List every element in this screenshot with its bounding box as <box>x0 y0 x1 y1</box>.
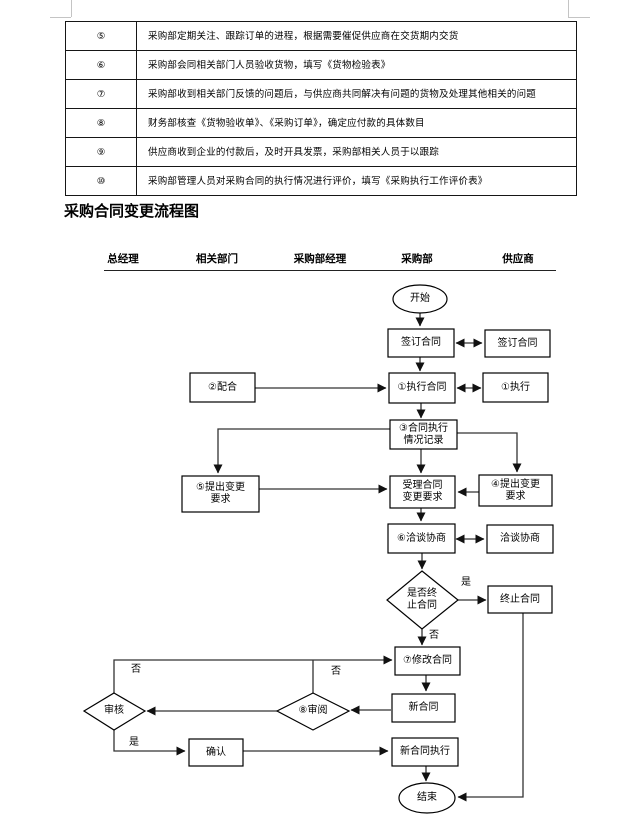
node-label: 受理合同 <box>402 480 443 491</box>
node-label: 情况记录 <box>403 434 444 446</box>
edge-label-review-manager-no: 否 <box>331 666 341 677</box>
edge-record-to-propose-supplier <box>457 432 522 473</box>
node-label: ⑥洽谈协商 <box>397 532 446 544</box>
node-label: ③合同执行 <box>399 422 448 434</box>
edge-label-review-gm-no: 否 <box>131 664 141 675</box>
step-number: ⑧ <box>65 108 137 138</box>
table-row: ⑦ 采购部收到相关部门反馈的问题后，与供应商共同解决有问题的货物及处理其他相关的… <box>65 79 577 109</box>
lane-header-supplier: 供应商 <box>502 253 534 265</box>
table-row: ⑥ 采购部会同相关部门人员验收货物，填写《货物检验表》 <box>65 50 577 80</box>
node-contract-record: ③合同执行情况记录 <box>390 420 457 449</box>
node-label: ④提出变更 <box>491 478 540 490</box>
node-start: 开始 <box>393 285 447 313</box>
crop-mark-right-horizontal <box>568 17 590 18</box>
node-label: 要求 <box>210 494 231 505</box>
node-review-general-manager: 审核 <box>86 698 142 724</box>
table-row: ⑨ 供应商收到企业的付款后，及时开具发票，采购部相关人员于以跟踪 <box>65 137 577 167</box>
lane-header-rule <box>104 270 556 272</box>
lane-header-general-manager: 总经理 <box>107 253 139 265</box>
procedure-table: ⑤ 采购部定期关注、跟踪订单的进程，根据需要催促供应商在交货期内交货 ⑥ 采购部… <box>65 21 577 196</box>
node-label: 洽谈协商 <box>500 533 540 544</box>
lane-header-purchasing-dept: 采购部 <box>401 253 433 265</box>
step-number: ⑤ <box>65 21 137 51</box>
step-description: 财务部核查《货物验收单》、《采购订单》，确定应付款的具体数目 <box>136 108 577 138</box>
node-terminate-decision: 是否终止合同 <box>392 576 452 624</box>
node-label: 止合同 <box>407 600 437 611</box>
node-cooperate: ②配合 <box>190 373 255 402</box>
lane-header-purchasing-manager: 采购部经理 <box>293 253 347 265</box>
step-number: ⑩ <box>65 166 137 196</box>
node-confirm: 确认 <box>189 739 243 766</box>
node-label: 变更要求 <box>402 492 443 503</box>
edge-terminate-to-end <box>457 613 524 802</box>
step-description: 采购部管理人员对采购合同的执行情况进行评价，填写《采购执行工作评价表》 <box>136 166 577 196</box>
table-row: ⑩ 采购部管理人员对采购合同的执行情况进行评价，填写《采购执行工作评价表》 <box>65 166 577 196</box>
node-label: 新合同 <box>408 702 439 713</box>
step-description: 采购部定期关注、跟踪订单的进程，根据需要催促供应商在交货期内交货 <box>136 21 577 51</box>
node-execute-supplier: ①执行 <box>483 373 548 402</box>
node-label: 是否终 <box>407 588 437 599</box>
node-label: 开始 <box>410 293 430 304</box>
node-label: 签订合同 <box>497 337 538 349</box>
node-label: 审核 <box>104 705 124 716</box>
node-propose-change-supplier: ④提出变更要求 <box>479 475 552 506</box>
node-label: ⑧审阅 <box>298 705 328 716</box>
node-terminate-contract: 终止合同 <box>488 586 552 613</box>
node-label: 确认 <box>206 746 226 758</box>
node-label: ⑤提出变更 <box>196 482 245 493</box>
node-label: ⑦修改合同 <box>403 655 452 666</box>
edge-label-terminate-yes: 是 <box>461 577 471 588</box>
edge-review-no-feedback <box>113 655 393 693</box>
step-description: 采购部会同相关部门人员验收货物，填写《货物检验表》 <box>136 50 577 80</box>
page-title: 采购合同变更流程图 <box>64 202 200 220</box>
node-sign-contract-supplier: 签订合同 <box>485 330 550 357</box>
table-row: ⑤ 采购部定期关注、跟踪订单的进程，根据需要催促供应商在交货期内交货 <box>65 21 577 51</box>
node-review-manager: ⑧审阅 <box>279 698 347 724</box>
node-negotiate-supplier: 洽谈协商 <box>487 525 553 553</box>
node-propose-change-dept: ⑤提出变更要求 <box>182 476 259 512</box>
crop-mark-left-horizontal <box>50 17 71 18</box>
node-accept-change-request: 受理合同变更要求 <box>390 476 455 508</box>
node-label: 新合同执行 <box>400 746 450 757</box>
node-new-contract: 新合同 <box>392 694 455 722</box>
node-label: 要求 <box>505 490 526 502</box>
node-sign-contract-purchasing: 签订合同 <box>388 329 454 357</box>
step-number: ⑦ <box>65 79 137 109</box>
step-number: ⑥ <box>65 50 137 80</box>
crop-mark-left-vertical <box>71 0 72 17</box>
node-end: 结束 <box>399 784 455 812</box>
node-execute-contract: ①执行合同 <box>389 373 455 403</box>
node-label: 终止合同 <box>500 593 540 605</box>
node-label: ①执行 <box>501 381 530 393</box>
step-description: 采购部收到相关部门反馈的问题后，与供应商共同解决有问题的货物及处理其他相关的问题 <box>136 79 577 109</box>
edge-review-gm-yes-to-confirm <box>113 730 186 756</box>
table-row: ⑧ 财务部核查《货物验收单》、《采购订单》，确定应付款的具体数目 <box>65 108 577 138</box>
node-new-contract-execution: 新合同执行 <box>392 738 458 766</box>
node-modify-contract: ⑦修改合同 <box>395 647 460 675</box>
node-label: ①执行合同 <box>397 382 447 393</box>
node-label: ②配合 <box>208 381 237 393</box>
step-description: 供应商收到企业的付款后，及时开具发票，采购部相关人员于以跟踪 <box>136 137 577 167</box>
node-negotiate-purchasing: ⑥洽谈协商 <box>388 524 455 553</box>
lane-header-related-departments: 相关部门 <box>196 253 238 265</box>
step-number: ⑨ <box>65 137 137 167</box>
node-label: 结束 <box>417 792 437 803</box>
edge-label-terminate-no: 否 <box>429 630 439 641</box>
edge-record-to-propose-dept <box>213 428 390 474</box>
node-label: 签订合同 <box>401 337 441 348</box>
crop-mark-right-vertical <box>568 0 569 17</box>
edge-label-review-gm-yes: 是 <box>129 737 139 748</box>
